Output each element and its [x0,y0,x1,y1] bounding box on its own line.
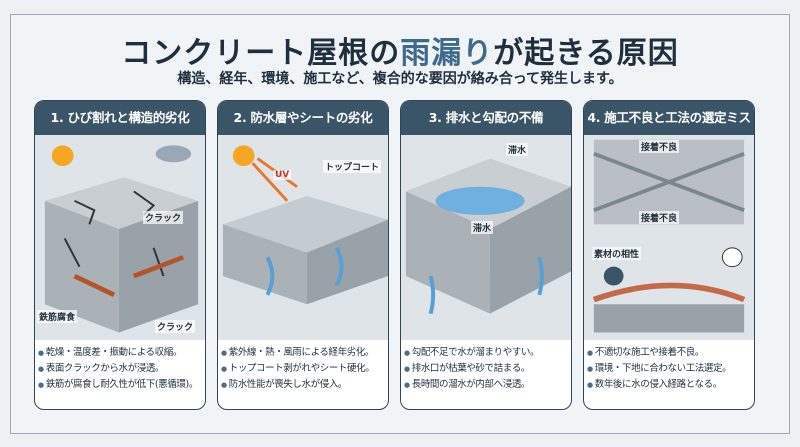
panel-heading: 2. 防水層やシートの劣化 [218,101,388,135]
sun-icon [51,145,74,167]
panel-construction: 4. 施工不良と工法の選定ミス 接着不良 接着不良 素材の相性 不適切な施工や接… [583,100,755,410]
label-crack: クラック [155,320,196,333]
bullet-list: 乾燥・温度差・振動による収縮。表面クラックから水が浸透。鉄筋が腐食し耐久性が低下… [35,340,205,398]
panel-heading: 4. 施工不良と工法の選定ミス [584,101,754,135]
subtitle: 構造、経年、環境、施工など、複合的な要因が絡み合って発生します。 [177,71,623,87]
label-standing-water: 滞水 [471,221,494,234]
label-adhesion-failure: 接着不良 [639,211,680,224]
waterproof-layer-illustration: UV トップコート [218,135,388,340]
bullet-list: 不適切な施工や接着不良。環境・下地に合わない工法選定。数年後に水の侵入経路となる… [584,340,754,398]
label-uv: UV [273,170,292,180]
panel-waterproofing: 2. 防水層やシートの劣化 UV トップコート 紫外線・熱・風雨による経年劣化。… [217,100,389,410]
bullet-list: 勾配不足で水が溜まりやすい。排水口が枯葉や砂で詰まる。長時間の溜水が内部へ浸透。 [401,340,571,398]
panel-cracks: 1. ひび割れと構造的劣化 クラック 鉄筋腐食 クラック 乾燥・温度差・振動によ… [34,100,206,410]
label-material-compatibility: 素材の相性 [592,247,642,260]
bullet-list: 紫外線・熱・風雨による経年劣化。トップコート剥がれやシート硬化。防水性能が喪失し… [218,340,388,398]
rain-cloud-icon [155,145,192,163]
page-title: コンクリート屋根の雨漏りが起きる原因 [121,36,679,71]
crack-illustration: クラック 鉄筋腐食 クラック [35,135,205,340]
question-icon [603,266,624,286]
construction-defect-illustration: 接着不良 接着不良 素材の相性 [584,135,754,340]
standing-water [435,186,525,215]
label-adhesion-failure: 接着不良 [639,140,680,153]
label-crack: クラック [143,211,184,224]
panel-drainage: 3. 排水と勾配の不備 滞水 滞水 勾配不足で水が溜まりやすい。排水口が枯葉や砂… [400,100,572,410]
sun-icon [232,145,255,167]
panel-heading: 1. ひび割れと構造的劣化 [35,101,205,135]
clock-icon [721,247,743,268]
label-standing-water: 滞水 [506,143,529,156]
drainage-illustration: 滞水 滞水 [401,135,571,340]
label-rebar-corrosion: 鉄筋腐食 [37,310,78,323]
panel-heading: 3. 排水と勾配の不備 [401,101,571,135]
label-topcoat: トップコート [323,160,382,173]
